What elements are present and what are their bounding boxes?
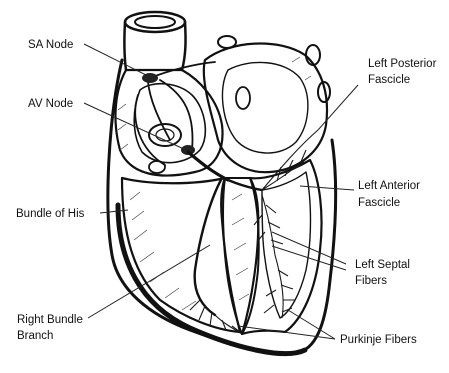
label-left-posterior-fascicle-2: Fascicle — [368, 74, 410, 86]
label-left-septal-fibers-2: Fibers — [355, 275, 387, 287]
heart-illustration — [108, 12, 336, 354]
labels: SA Node AV Node Bundle of His Right Bund… — [16, 39, 437, 346]
pulmonary-veins — [218, 36, 330, 102]
label-left-septal-fibers-1: Left Septal — [355, 259, 410, 271]
left-bundle-branch — [228, 180, 262, 190]
label-sa-node: SA Node — [28, 39, 73, 51]
aorta — [124, 12, 185, 70]
leader-purkinje-fibers-b — [288, 310, 335, 339]
label-right-bundle-branch-1: Right Bundle — [17, 314, 83, 326]
interventricular-septum — [223, 178, 259, 334]
leader-left-posterior-fascicle — [318, 85, 358, 130]
label-left-posterior-fascicle-1: Left Posterior — [368, 58, 437, 70]
left-atrium-interior — [222, 62, 307, 153]
label-left-anterior-fascicle-1: Left Anterior — [358, 180, 420, 192]
bundle-of-his — [188, 152, 228, 180]
label-purkinje-fibers: Purkinje Fibers — [340, 334, 417, 346]
purkinje-fibers — [190, 255, 295, 334]
label-right-bundle-branch-2: Branch — [17, 330, 53, 342]
mitral-valve — [236, 87, 250, 109]
label-bundle-of-his: Bundle of His — [16, 208, 85, 220]
leader-sa-node — [84, 44, 148, 76]
label-left-anterior-fascicle-2: Fascicle — [358, 197, 400, 209]
label-av-node: AV Node — [28, 98, 73, 110]
